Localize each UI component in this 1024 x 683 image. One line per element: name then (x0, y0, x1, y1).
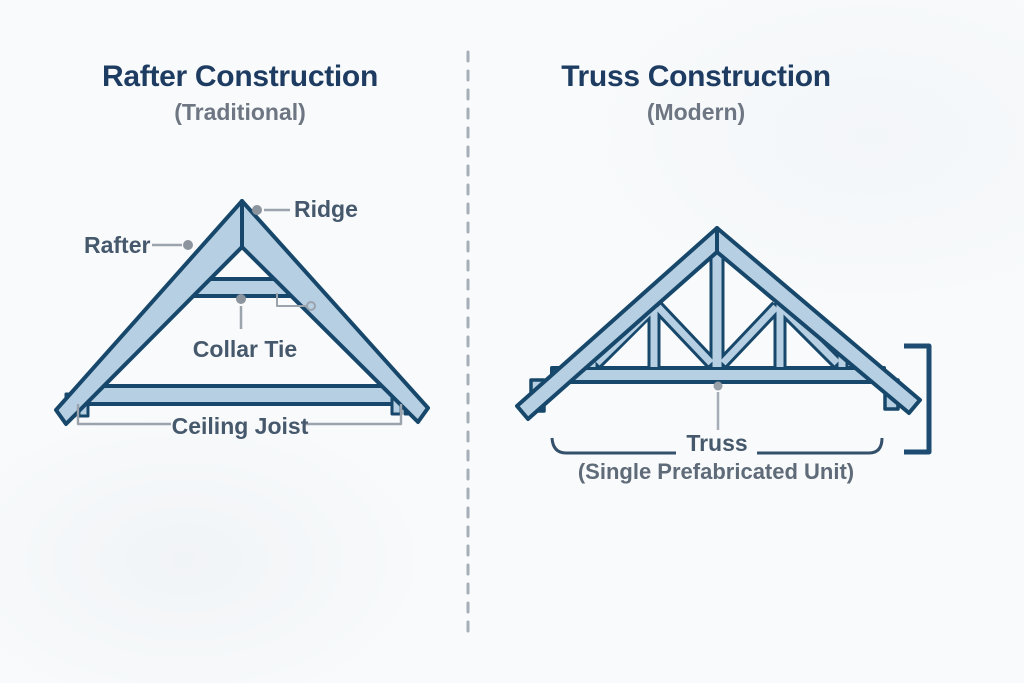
truss-span-bracket (550, 437, 884, 455)
truss-height-bracket (904, 343, 932, 455)
ceiling-joist-bracket (76, 404, 403, 426)
collar-tie-corner-bracket (276, 293, 316, 311)
ridge-label: Ridge (294, 196, 358, 222)
rafter-leader (152, 240, 193, 250)
left-top-chord-beam (515, 226, 719, 421)
right-rafter-beam (240, 199, 430, 424)
truss-label: Truss (686, 430, 748, 456)
truss-leader (713, 381, 723, 430)
left-panel-subtitle: (Traditional) (174, 99, 306, 125)
right-top-chord-beam (715, 226, 922, 415)
truss-diagram (515, 226, 932, 455)
truss-web-fill (588, 247, 846, 367)
ceiling-joist-beam (82, 384, 401, 406)
bottom-chord-beam (550, 366, 886, 384)
left-panel-title: Rafter Construction (102, 60, 378, 93)
collar-tie-label: Collar Tie (192, 336, 298, 362)
right-panel-subtitle: (Modern) (646, 99, 746, 125)
truss-unit-label: (Single Prefabricated Unit) (577, 459, 855, 484)
collar-tie-leader (236, 294, 246, 329)
ceiling-joist-label: Ceiling Joist (171, 413, 309, 439)
ridge-leader (252, 205, 290, 215)
rafter-label: Rafter (84, 232, 151, 258)
rafter-diagram (54, 199, 430, 426)
right-panel-title: Truss Construction (561, 60, 831, 93)
